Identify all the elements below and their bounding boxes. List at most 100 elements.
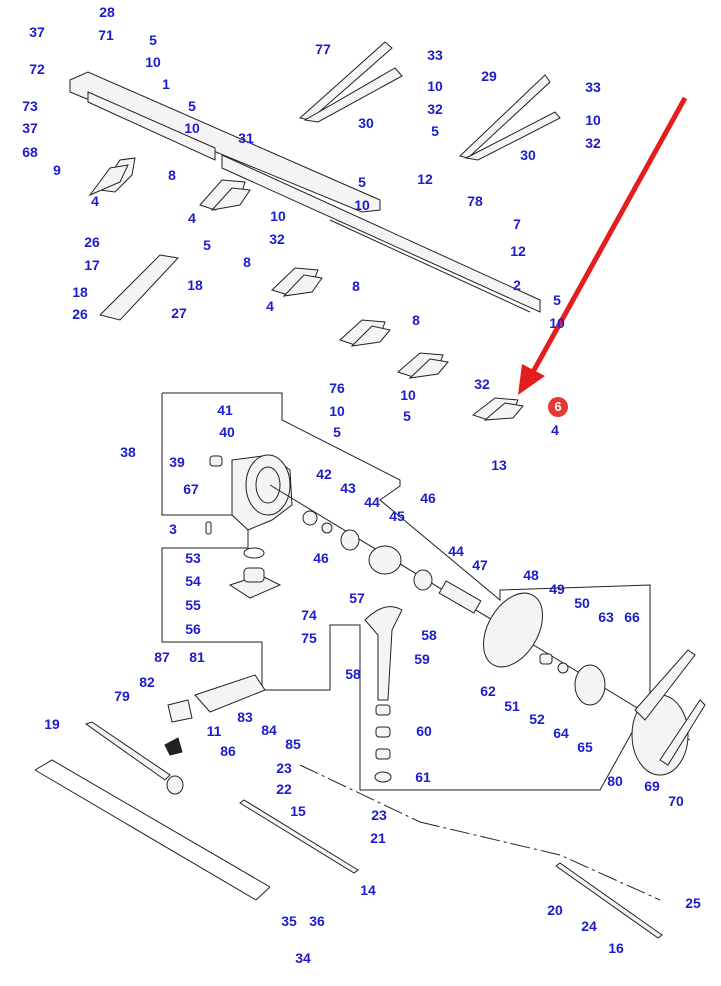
callout-67: 67 xyxy=(183,481,199,497)
callout-32a: 32 xyxy=(269,231,285,247)
callout-16: 16 xyxy=(608,940,624,956)
gearbox-assembly-frame xyxy=(161,392,651,791)
callout-9: 9 xyxy=(53,162,61,178)
callout-26b: 26 xyxy=(72,306,88,322)
dash-line-2 xyxy=(419,821,661,901)
shaft-47 xyxy=(438,580,482,614)
callout-5g: 5 xyxy=(333,424,341,440)
callout-65: 65 xyxy=(577,739,593,755)
callout-52: 52 xyxy=(529,711,545,727)
callout-3: 3 xyxy=(169,521,177,537)
callout-27: 27 xyxy=(171,305,187,321)
callout-60: 60 xyxy=(416,723,432,739)
callout-4a: 4 xyxy=(91,193,99,209)
eccentric-45 xyxy=(368,545,402,575)
drive-axis-line xyxy=(269,484,691,741)
belt-guard-lower xyxy=(659,699,706,766)
callout-10h: 10 xyxy=(329,403,345,419)
callout-12a: 12 xyxy=(417,171,433,187)
rocker-arm-59 xyxy=(364,606,403,701)
callout-10e: 10 xyxy=(585,112,601,128)
knife-guard-9 xyxy=(88,157,136,197)
callout-61: 61 xyxy=(415,769,431,785)
bearing-44b xyxy=(413,569,433,591)
callout-17: 17 xyxy=(84,257,100,273)
callout-10d: 10 xyxy=(427,78,443,94)
callout-79: 79 xyxy=(114,688,130,704)
dash-line xyxy=(299,764,421,823)
bearing-60c xyxy=(375,748,391,760)
crop-divider-77 xyxy=(298,41,403,123)
gear-42 xyxy=(302,510,318,526)
callout-4c: 4 xyxy=(266,298,274,314)
flange-54 xyxy=(228,567,282,599)
callout-1: 1 xyxy=(162,76,170,92)
callout-21: 21 xyxy=(370,830,386,846)
gearbox-housing-67 xyxy=(231,454,293,531)
callout-83: 83 xyxy=(237,709,253,725)
highlight-arrow xyxy=(518,96,688,395)
callout-64: 64 xyxy=(553,725,569,741)
callout-34: 34 xyxy=(295,950,311,966)
callout-5h: 5 xyxy=(403,408,411,424)
callout-8a: 8 xyxy=(168,167,176,183)
callout-33a: 33 xyxy=(427,47,443,63)
callout-25: 25 xyxy=(685,895,701,911)
knife-back-20 xyxy=(555,862,663,939)
callout-29: 29 xyxy=(481,68,497,84)
callout-4b: 4 xyxy=(188,210,196,226)
callout-23b: 23 xyxy=(371,807,387,823)
callout-49: 49 xyxy=(549,581,565,597)
callout-42: 42 xyxy=(316,466,332,482)
callout-35: 35 xyxy=(281,913,297,929)
callout-20: 20 xyxy=(547,902,563,918)
callout-48: 48 xyxy=(523,567,539,583)
callout-51: 51 xyxy=(504,698,520,714)
callout-36: 36 xyxy=(309,913,325,929)
callout-68: 68 xyxy=(22,144,38,160)
callout-77: 77 xyxy=(315,41,331,57)
boot-11 xyxy=(164,737,183,756)
callout-37b: 37 xyxy=(22,120,38,136)
bearing-44a xyxy=(340,529,360,551)
callout-18b: 18 xyxy=(72,284,88,300)
callout-37a: 37 xyxy=(29,24,45,40)
callout-85: 85 xyxy=(285,736,301,752)
callout-56: 56 xyxy=(185,621,201,637)
callout-5f: 5 xyxy=(553,292,561,308)
hub-64 xyxy=(574,664,606,706)
callout-39: 39 xyxy=(169,454,185,470)
callout-62: 62 xyxy=(480,683,496,699)
callout-46b: 46 xyxy=(313,550,329,566)
callout-82: 82 xyxy=(139,674,155,690)
callout-46a: 46 xyxy=(420,490,436,506)
callout-10a: 10 xyxy=(145,54,161,70)
callout-28: 28 xyxy=(99,4,115,20)
callout-47: 47 xyxy=(472,557,488,573)
callout-80: 80 xyxy=(607,773,623,789)
callout-54: 54 xyxy=(185,573,201,589)
callout-15: 15 xyxy=(290,803,306,819)
lever-81 xyxy=(194,674,266,713)
callout-32d: 32 xyxy=(474,376,490,392)
seal-61 xyxy=(374,771,392,783)
ball-joint xyxy=(166,775,184,795)
knife-guard-8d xyxy=(397,352,449,379)
callout-44b: 44 xyxy=(448,543,464,559)
callout-32c: 32 xyxy=(585,135,601,151)
callout-41: 41 xyxy=(217,402,233,418)
callout-2: 2 xyxy=(513,277,521,293)
callout-57: 57 xyxy=(349,590,365,606)
callout-8c: 8 xyxy=(352,278,360,294)
highlight-badge: 6 xyxy=(548,397,568,417)
callout-55: 55 xyxy=(185,597,201,613)
callout-22: 22 xyxy=(276,781,292,797)
callout-74: 74 xyxy=(301,607,317,623)
callout-45: 45 xyxy=(389,508,405,524)
cutter-bar-upper xyxy=(69,71,541,313)
knife-guard-8c xyxy=(339,319,391,347)
callout-4d: 4 xyxy=(551,422,559,438)
callout-53: 53 xyxy=(185,550,201,566)
callout-10i: 10 xyxy=(400,387,416,403)
